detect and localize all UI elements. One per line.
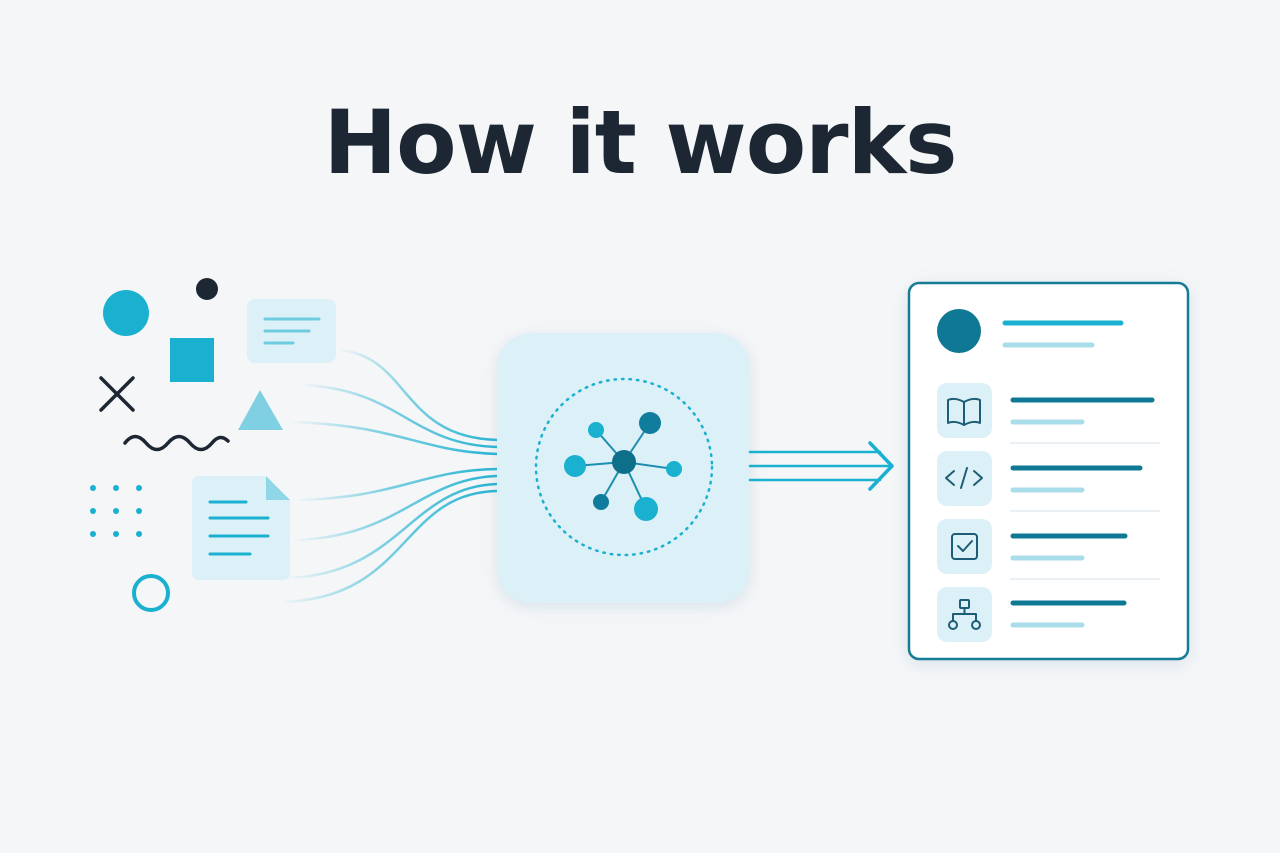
network-hub-icon — [564, 412, 682, 521]
book-icon — [947, 397, 981, 426]
code-icon — [945, 467, 983, 489]
processor-ring — [534, 377, 714, 557]
page-title: How it works — [323, 91, 958, 194]
output-card — [907, 281, 1190, 661]
square-shape — [170, 338, 214, 382]
output-row-profile — [937, 309, 1124, 353]
ring-shape — [132, 574, 170, 612]
circle-shape — [103, 290, 149, 336]
output-row-book — [937, 383, 1155, 438]
output-arrow — [748, 441, 894, 491]
output-row-checkbox — [937, 519, 1128, 574]
hierarchy-icon — [948, 599, 981, 630]
processor-box — [497, 333, 750, 603]
input-shapes — [90, 278, 283, 612]
triangle-shape — [238, 390, 283, 430]
output-row-code — [937, 451, 1143, 506]
output-row-hierarchy — [937, 587, 1127, 642]
checkbox-icon — [951, 533, 978, 560]
avatar — [937, 309, 981, 353]
document-card — [192, 476, 290, 580]
cross-shape — [99, 376, 135, 412]
message-card — [247, 299, 336, 363]
dot-shape — [196, 278, 218, 300]
wave-shape — [123, 434, 230, 452]
flow-lines — [278, 348, 500, 604]
dot-grid-shape — [90, 485, 142, 537]
